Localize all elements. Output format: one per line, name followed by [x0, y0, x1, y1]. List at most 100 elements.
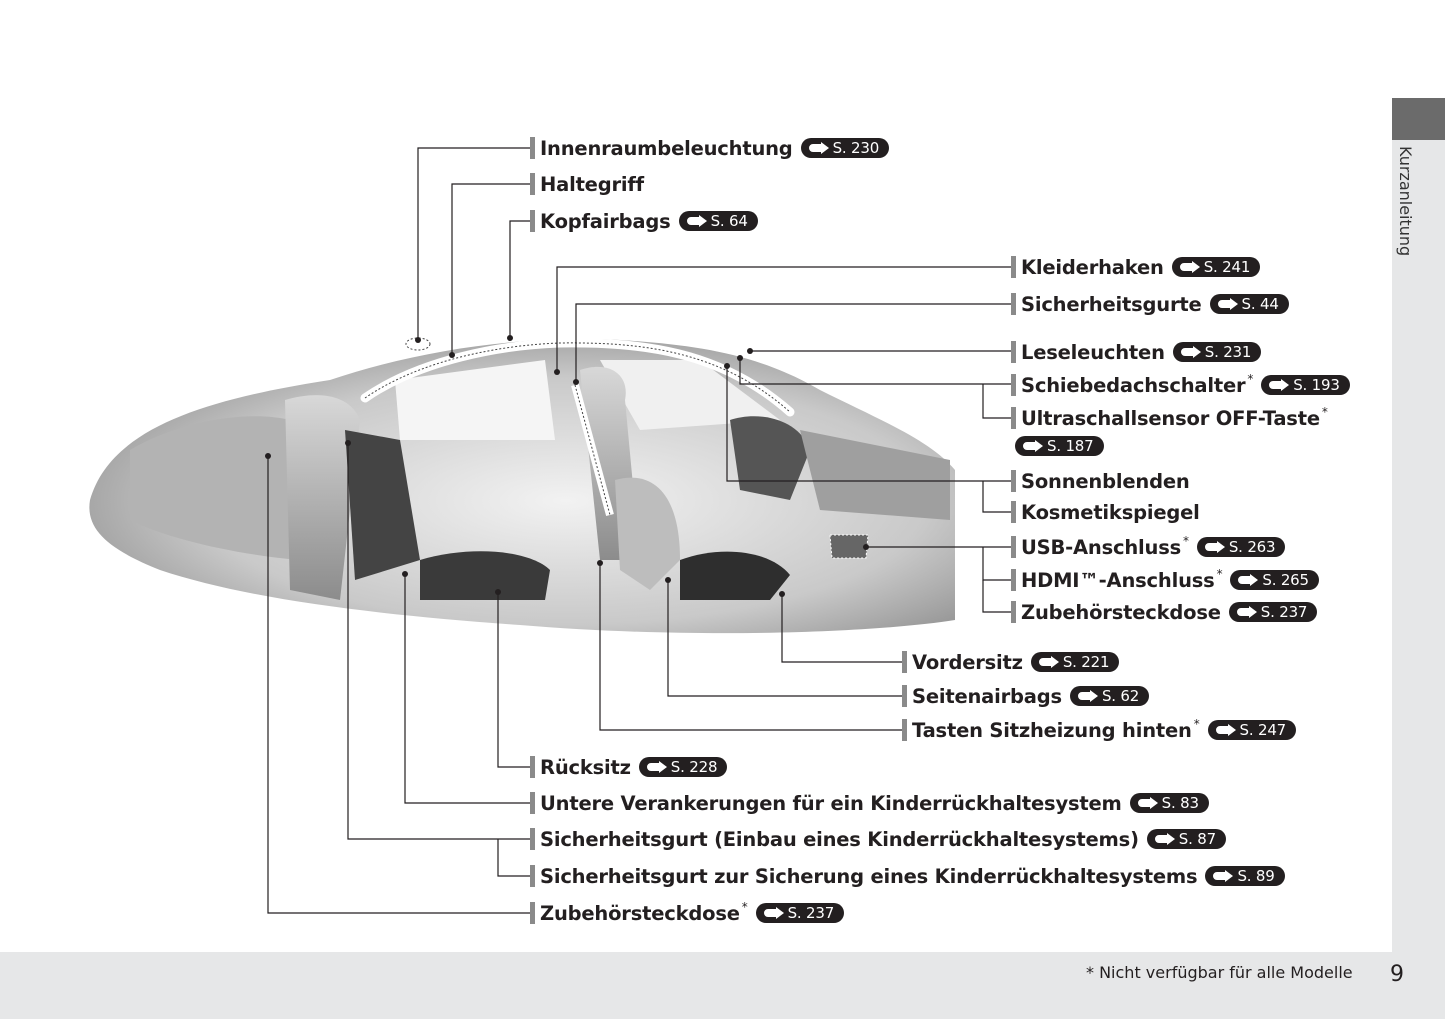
- footnote-star: *: [1216, 567, 1223, 581]
- callout-schiebedachschalter: Schiebedachschalter* S. 193: [1011, 372, 1350, 398]
- footnote-star: *: [1247, 372, 1254, 386]
- callout-sonnenblenden: Sonnenblenden: [1011, 468, 1190, 494]
- page-ref-text: S. 87: [1178, 830, 1216, 848]
- callout-leseleuchten: Leseleuchten S. 231: [1011, 339, 1262, 365]
- callout-kopfairbags: Kopfairbags S. 64: [530, 208, 758, 234]
- callout-ultraschallsensor-ref: S. 187: [1015, 433, 1104, 459]
- section-strip: [1392, 140, 1445, 952]
- callout-hdmi-anschluss: HDMI™-Anschluss* S. 265: [1011, 567, 1319, 593]
- callout-label: Sicherheitsgurt (Einbau eines Kinderrück…: [540, 827, 1139, 851]
- page-ref-text: S. 193: [1293, 376, 1340, 394]
- car-body: [89, 337, 956, 634]
- page-ref-text: S. 237: [787, 904, 835, 922]
- callout-label: Innenraumbeleuchtung: [540, 136, 793, 160]
- callout-ruecksitz: Rücksitz S. 228: [530, 754, 728, 780]
- page-ref-link[interactable]: S. 221: [1030, 652, 1120, 672]
- section-tab-label: Kurzanleitung: [1396, 146, 1415, 257]
- callout-usb-anschluss: USB-Anschluss*S. 263: [1011, 534, 1286, 560]
- arrow-right-icon: [1215, 724, 1236, 736]
- page-ref-link[interactable]: S. 64: [678, 211, 758, 231]
- page-ref-text: S. 83: [1161, 794, 1199, 812]
- callout-haltegriff: Haltegriff: [530, 171, 644, 197]
- arrow-right-icon: [1213, 870, 1234, 882]
- footnote-star: *: [1193, 717, 1200, 731]
- callout-label: Kleiderhaken: [1021, 255, 1164, 279]
- callout-label: USB-Anschluss: [1021, 535, 1182, 559]
- callout-tasten-sitzheizung: Tasten Sitzheizung hinten* S. 247: [902, 717, 1297, 743]
- callout-label: Zubehörsteckdose: [540, 901, 740, 925]
- arrow-right-icon: [1179, 261, 1200, 273]
- page-ref-link[interactable]: S. 230: [800, 138, 890, 158]
- callout-label: Kopfairbags: [540, 209, 671, 233]
- page-ref-text: S. 265: [1262, 571, 1309, 589]
- callout-label: Leseleuchten: [1021, 340, 1165, 364]
- callout-sicherheitsgurt-sicherung: Sicherheitsgurt zur Sicherung eines Kind…: [530, 863, 1285, 889]
- page-ref-link[interactable]: S. 263: [1196, 537, 1286, 557]
- callout-ultraschallsensor: Ultraschallsensor OFF-Taste*: [1011, 405, 1328, 431]
- arrow-right-icon: [1204, 541, 1225, 553]
- page-ref-text: S. 230: [832, 139, 880, 157]
- page-ref-text: S. 221: [1062, 653, 1110, 671]
- arrow-right-icon: [1077, 690, 1098, 702]
- page-ref-link[interactable]: S. 241: [1171, 257, 1261, 277]
- page-ref-link[interactable]: S. 193: [1261, 375, 1350, 395]
- page-ref-text: S. 187: [1047, 437, 1094, 455]
- page-ref-text: S. 62: [1101, 687, 1140, 705]
- arrow-right-icon: [763, 907, 784, 919]
- callout-seitenairbags: Seitenairbags S. 62: [902, 683, 1150, 709]
- arrow-right-icon: [1023, 440, 1043, 452]
- footnote: * Nicht verfügbar für alle Modelle: [1086, 963, 1353, 982]
- callout-label: Sicherheitsgurt zur Sicherung eines Kind…: [540, 864, 1198, 888]
- page-ref-text: S. 231: [1204, 343, 1252, 361]
- page-ref-link[interactable]: S. 237: [755, 903, 845, 923]
- callout-label: Kosmetikspiegel: [1021, 500, 1200, 524]
- page-ref-link[interactable]: S. 87: [1146, 829, 1226, 849]
- page-ref-link[interactable]: S. 247: [1207, 720, 1297, 740]
- arrow-right-icon: [1137, 797, 1158, 809]
- callout-kosmetikspiegel: Kosmetikspiegel: [1011, 499, 1200, 525]
- page-ref-link[interactable]: S. 83: [1129, 793, 1209, 813]
- callout-zubehoersteckdose-hinten: Zubehörsteckdose* S. 237: [530, 900, 845, 926]
- callout-label: Zubehörsteckdose: [1021, 600, 1221, 624]
- callout-label: Haltegriff: [540, 172, 644, 196]
- arrow-right-icon: [1217, 298, 1238, 310]
- callout-label: Seitenairbags: [912, 684, 1062, 708]
- page-ref-text: S. 241: [1203, 258, 1251, 276]
- page-ref-link[interactable]: S. 44: [1209, 294, 1289, 314]
- callout-kleiderhaken: Kleiderhaken S. 241: [1011, 254, 1261, 280]
- footnote-star: *: [741, 900, 748, 914]
- page-ref-link[interactable]: S. 62: [1069, 686, 1150, 706]
- page-ref-text: S. 44: [1241, 295, 1279, 313]
- callout-label: Ultraschallsensor OFF-Taste: [1021, 406, 1320, 430]
- callout-label: Rücksitz: [540, 755, 631, 779]
- page-ref-link[interactable]: S. 228: [638, 757, 728, 777]
- page-ref-link[interactable]: S. 237: [1228, 602, 1318, 622]
- arrow-right-icon: [686, 215, 707, 227]
- callout-vordersitz: Vordersitz S. 221: [902, 649, 1120, 675]
- callout-label: Vordersitz: [912, 650, 1023, 674]
- arrow-right-icon: [1236, 606, 1257, 618]
- page-ref-text: S. 89: [1237, 867, 1275, 885]
- page-ref-link[interactable]: S. 265: [1230, 570, 1319, 590]
- footnote-star: *: [1321, 405, 1328, 419]
- page-ref-text: S. 228: [670, 758, 718, 776]
- callout-untere-verankerungen: Untere Verankerungen für ein Kinderrückh…: [530, 790, 1209, 816]
- callout-label: Sonnenblenden: [1021, 469, 1190, 493]
- callout-label: HDMI™-Anschluss: [1021, 568, 1215, 592]
- callout-zubehoersteckdose-vorne: Zubehörsteckdose S. 237: [1011, 599, 1318, 625]
- callout-label: Tasten Sitzheizung hinten: [912, 718, 1192, 742]
- arrow-right-icon: [1154, 833, 1175, 845]
- callout-label: Schiebedachschalter: [1021, 373, 1246, 397]
- page-ref-text: S. 263: [1228, 538, 1276, 556]
- arrow-right-icon: [1269, 379, 1290, 391]
- callout-sicherheitsgurt-einbau: Sicherheitsgurt (Einbau eines Kinderrück…: [530, 826, 1226, 852]
- page-ref-text: S. 237: [1260, 603, 1308, 621]
- page-ref-link[interactable]: S. 89: [1205, 866, 1285, 886]
- leader-dots: [265, 335, 869, 597]
- callout-innenraumbeleuchtung: Innenraumbeleuchtung S. 230: [530, 135, 890, 161]
- page-ref-link[interactable]: S. 187: [1015, 436, 1104, 456]
- page-ref-link[interactable]: S. 231: [1172, 342, 1262, 362]
- page-footer: [0, 952, 1445, 1019]
